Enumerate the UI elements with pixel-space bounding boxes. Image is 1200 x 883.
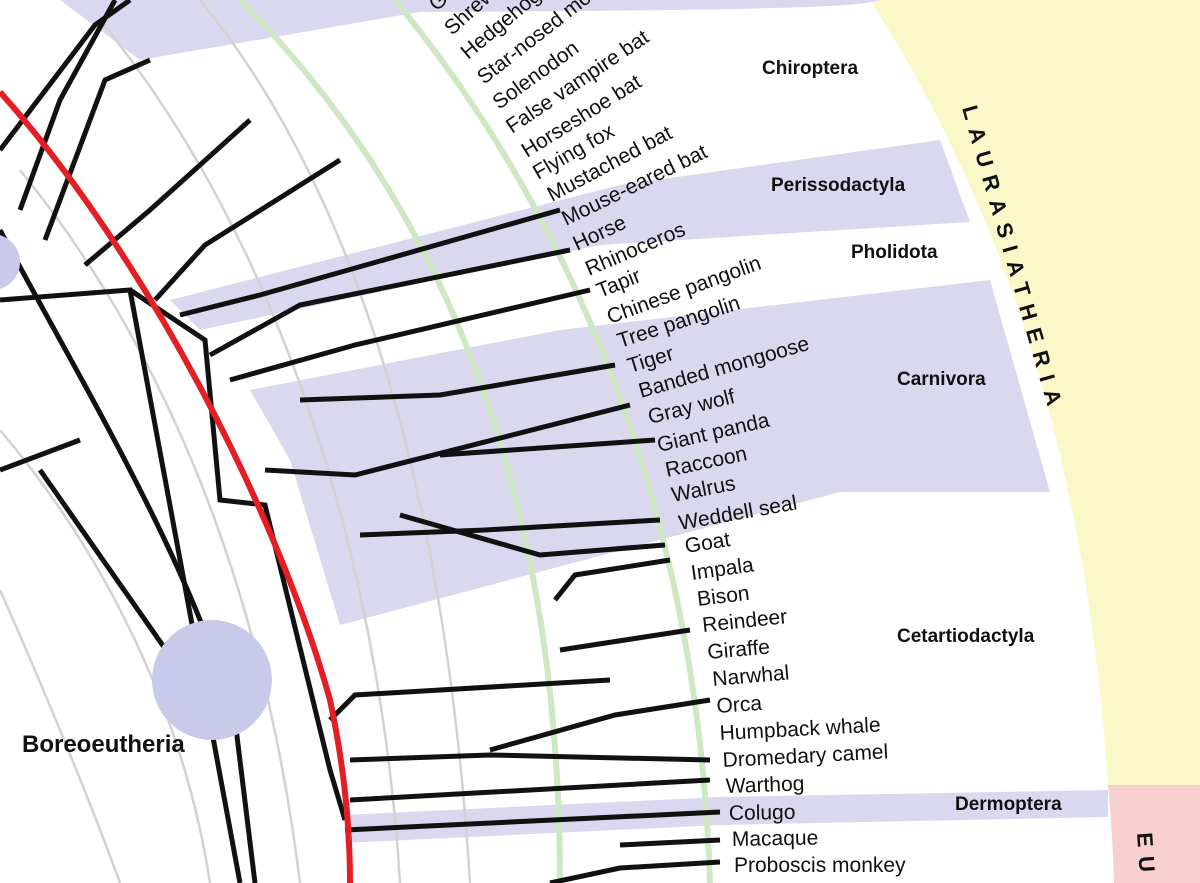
- tip-label: Humpback whale: [719, 714, 881, 745]
- tip-label: Proboscis monkey: [734, 854, 906, 877]
- tip-label: Colugo: [729, 801, 796, 825]
- tip-label: Orca: [716, 692, 763, 718]
- order-label-chiroptera: Chiroptera: [762, 58, 859, 79]
- tip-label: Bison: [696, 582, 751, 611]
- band-insectivores: [60, 0, 880, 60]
- order-label-pholidota: Pholidota: [851, 242, 938, 263]
- band-dermoptera: [345, 790, 1108, 843]
- tip-label: Impala: [689, 553, 755, 585]
- tip-label: Warthog: [725, 772, 804, 798]
- order-label-carnivora: Carnivora: [897, 369, 986, 390]
- boreoeutheria-label: Boreoeutheria: [22, 731, 185, 758]
- green-time-line: [237, 0, 713, 883]
- euarchontoglires-label: EU: [1132, 832, 1160, 882]
- euarchontoglires-band: [1108, 785, 1200, 883]
- red-time-line: [0, 90, 353, 883]
- laurasiatheria-band: [870, 0, 1200, 785]
- clade-node-circle: [0, 235, 20, 289]
- tree-branches: [0, 0, 721, 883]
- order-label-cetartiodactyla: Cetartiodactyla: [897, 626, 1035, 647]
- tip-label: Reindeer: [701, 605, 788, 637]
- order-label-perissodactyla: Perissodactyla: [771, 175, 906, 196]
- boreoeutheria-circle: [152, 620, 272, 740]
- tip-label: Macaque: [732, 826, 819, 851]
- time-grid: [0, 0, 472, 883]
- tip-label: Narwhal: [711, 661, 790, 691]
- band-carnivora: [250, 280, 1050, 625]
- order-label-dermoptera: Dermoptera: [955, 794, 1062, 815]
- tip-label: Dromedary camel: [722, 740, 889, 772]
- tip-label: Giraffe: [706, 636, 770, 664]
- band-perissodactyla: [170, 140, 970, 330]
